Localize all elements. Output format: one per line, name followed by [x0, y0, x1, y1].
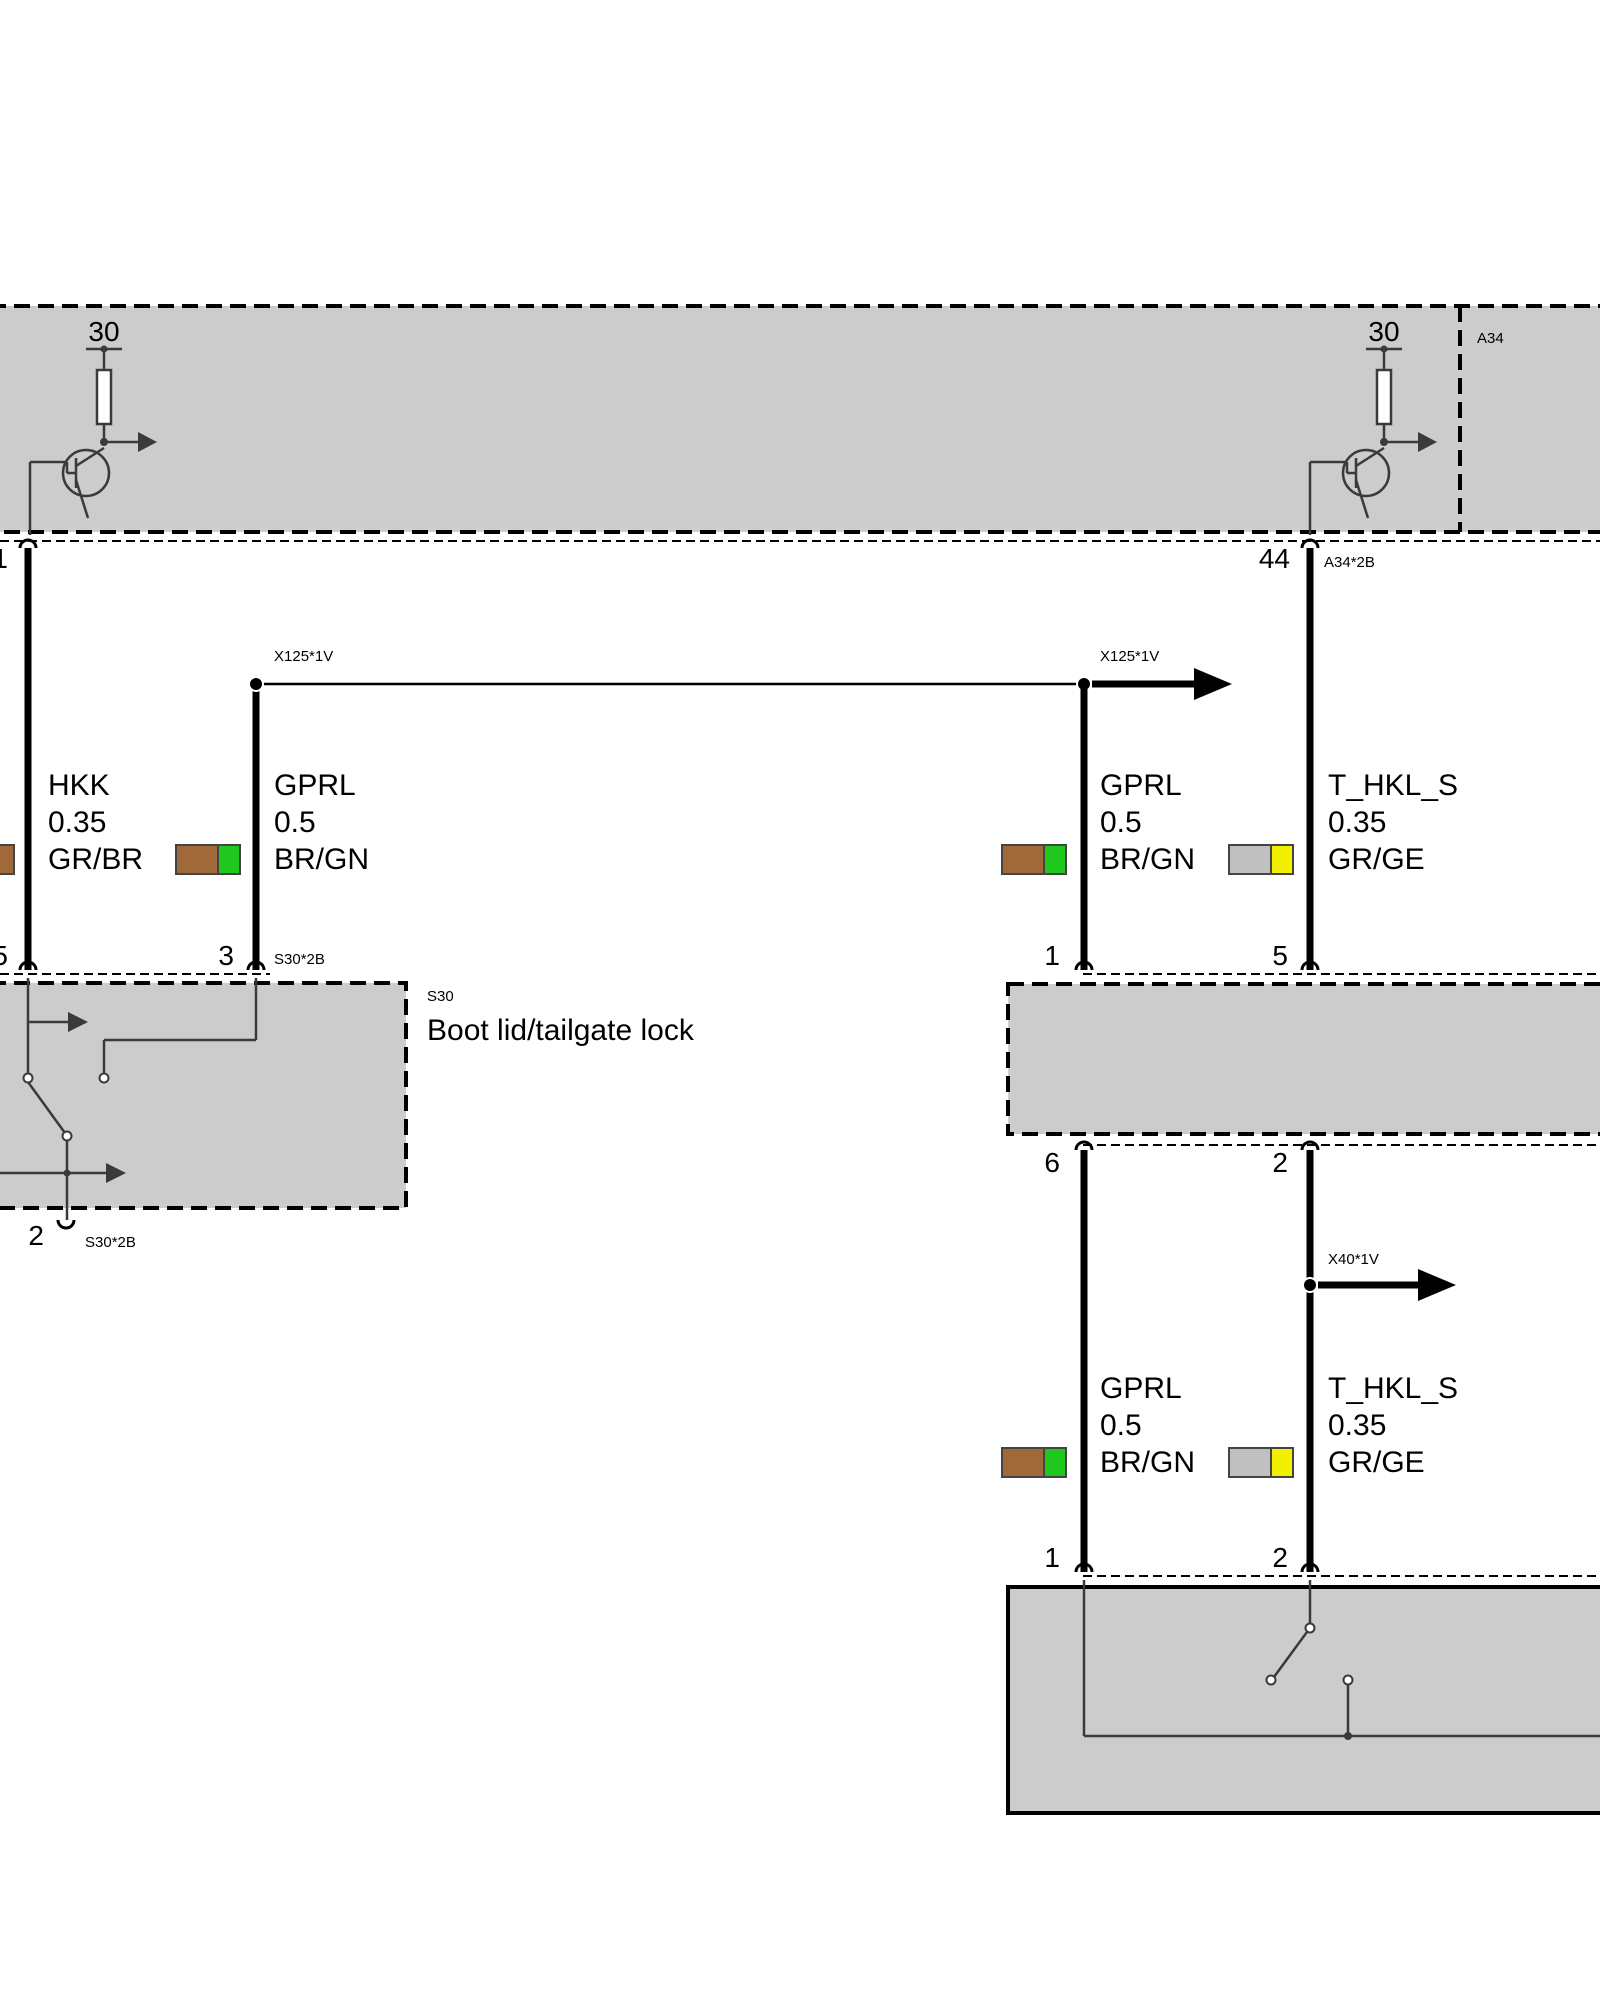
- lower-switch-circuit: [1082, 1580, 1600, 1740]
- wire-gprl-bottom[interactable]: GPRL 0.5 BR/GN: [1001, 1140, 1195, 1573]
- component-a34: A34 30 30: [0, 304, 1600, 574]
- transistor-icon: [1341, 448, 1391, 498]
- splice-x40: X40*1V: [1328, 1251, 1379, 1268]
- s30-id: S30: [427, 988, 454, 1005]
- a34-right-output-stage: 30: [1308, 316, 1437, 535]
- splice-x125-bridge: X125*1V X125*1V: [248, 648, 1232, 700]
- wire-thkl-top-size: 0.35: [1328, 806, 1386, 839]
- transistor-icon: [61, 448, 111, 498]
- pin-lower-right: 2: [1272, 1542, 1288, 1573]
- pin-s30-bottom: 2: [28, 1220, 44, 1251]
- pin-middle-left-top: 1: [1044, 940, 1060, 971]
- wire-gprl-bottom-signal: GPRL: [1100, 1372, 1182, 1405]
- wire-gprl-bottom-color: BR/GN: [1100, 1446, 1195, 1479]
- component-lower: 1 2: [1006, 1542, 1600, 1815]
- splice-x125-left: X125*1V: [274, 648, 333, 665]
- wire-thkl-top[interactable]: T_HKL_S 0.35 GR/GE: [1228, 538, 1458, 971]
- pin-middle-right-top: 5: [1272, 940, 1288, 971]
- s30-name: Boot lid/tailgate lock: [427, 1014, 695, 1047]
- resistor-icon: [95, 368, 113, 426]
- middle-housing: [1006, 982, 1600, 1136]
- switch-contact-icon: [26, 1081, 67, 1134]
- wire-hkk[interactable]: HKK 0.35 GR/BR: [0, 538, 143, 971]
- wire-gprl-s30-color: BR/GN: [274, 843, 369, 876]
- splice-x40-node: [1302, 1277, 1318, 1293]
- a34-right-terminal-label: 30: [1368, 316, 1399, 347]
- wire-gprl-s30-color-swatch: [175, 844, 241, 875]
- wire-hkk-color-swatch: [0, 844, 15, 875]
- wire-gprl-s30-size: 0.5: [274, 806, 316, 839]
- wire-thkl-top-signal: T_HKL_S: [1328, 769, 1458, 802]
- a34-housing: [0, 304, 1600, 534]
- a34-left-terminal-label: 30: [88, 316, 119, 347]
- output-arrow-icon: [68, 1012, 88, 1032]
- lower-housing: [1006, 1585, 1600, 1815]
- wire-hkk-color: GR/BR: [48, 843, 143, 876]
- wire-gprl-bottom-color-swatch: [1001, 1447, 1067, 1478]
- wire-thkl-bottom[interactable]: X40*1V T_HKL_S 0.35 GR/GE: [1228, 1140, 1458, 1573]
- a34-left-output-stage: 30: [28, 316, 157, 535]
- pin-lower-left: 1: [1044, 1542, 1060, 1573]
- wire-hkk-size: 0.35: [48, 806, 106, 839]
- output-arrow-icon: [1418, 432, 1437, 452]
- continuation-arrow-icon: [1418, 1269, 1456, 1301]
- pin-middle-left-bottom: 6: [1044, 1147, 1060, 1178]
- wire-gprl-s30-signal: GPRL: [274, 769, 356, 802]
- pin-socket-icon: [56, 1219, 76, 1230]
- pin-a34-left: 1: [0, 543, 8, 574]
- a34-id: A34: [1477, 330, 1504, 347]
- pin-s30-gprl: 3: [218, 940, 234, 971]
- wire-gprl-middle[interactable]: GPRL 0.5 BR/GN: [1001, 684, 1195, 971]
- wire-gprl-bottom-size: 0.5: [1100, 1409, 1142, 1442]
- component-middle: 1 5 6 2: [1006, 940, 1600, 1178]
- wire-gprl-middle-color-swatch: [1001, 844, 1067, 875]
- wire-gprl-middle-size: 0.5: [1100, 806, 1142, 839]
- s30-switch-circuit: [0, 978, 258, 1220]
- wire-thkl-bottom-color: GR/GE: [1328, 1446, 1425, 1479]
- wire-gprl-middle-color: BR/GN: [1100, 843, 1195, 876]
- wire-gprl-middle-signal: GPRL: [1100, 769, 1182, 802]
- resistor-icon: [1375, 368, 1393, 426]
- wire-gprl-s30[interactable]: GPRL 0.5 BR/GN: [175, 684, 369, 971]
- wire-thkl-bottom-signal: T_HKL_S: [1328, 1372, 1458, 1405]
- wire-thkl-bottom-size: 0.35: [1328, 1409, 1386, 1442]
- output-arrow-icon: [138, 432, 157, 452]
- wire-hkk-signal: HKK: [48, 769, 110, 802]
- continuation-arrow-icon: [1194, 668, 1232, 700]
- wire-thkl-top-color-swatch: [1228, 844, 1294, 875]
- splice-x125-right: X125*1V: [1100, 648, 1159, 665]
- pin-middle-right-bottom: 2: [1272, 1147, 1288, 1178]
- pin-a34-right: 44: [1259, 543, 1290, 574]
- connector-a34-2b: A34*2B: [1324, 554, 1375, 571]
- pin-s30-hkk: 5: [0, 940, 8, 971]
- output-arrow-icon: [106, 1163, 126, 1183]
- component-s30: S30 Boot lid/tailgate lock 5 3 S30*2B 2 …: [0, 940, 695, 1251]
- connector-s30-2b-bottom: S30*2B: [85, 1234, 136, 1251]
- wire-thkl-bottom-color-swatch: [1228, 1447, 1294, 1478]
- connector-s30-2b-top: S30*2B: [274, 951, 325, 968]
- wire-thkl-top-color: GR/GE: [1328, 843, 1425, 876]
- switch-contact-icon: [1272, 1631, 1309, 1678]
